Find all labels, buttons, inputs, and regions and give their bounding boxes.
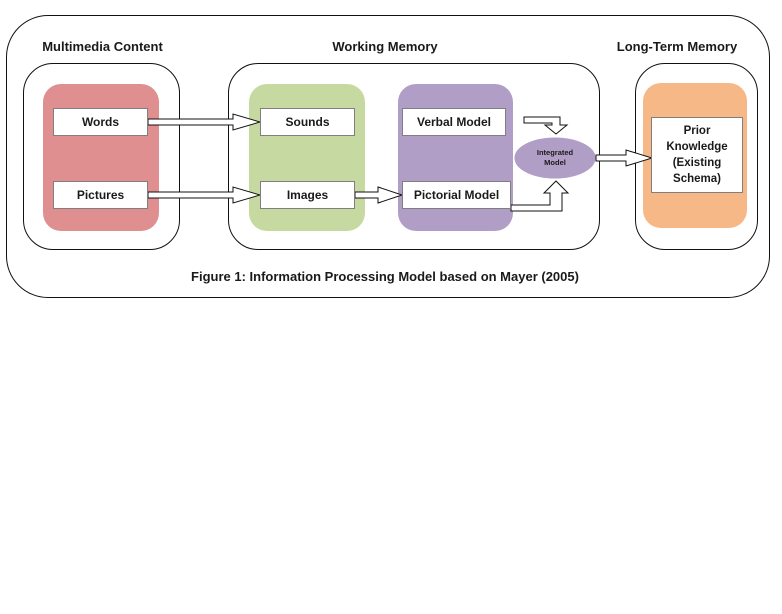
integrated-model-line1: Integrated (536, 148, 574, 157)
heading-working-memory: Working Memory (332, 39, 438, 54)
heading-multimedia-content: Multimedia Content (42, 39, 163, 54)
sounds-label: Sounds (285, 115, 330, 129)
arrow-integrated-to-prior (595, 149, 654, 167)
prior-knowledge-line3: (Existing (672, 157, 722, 169)
pictures-box: Pictures (53, 181, 148, 209)
images-label: Images (286, 188, 329, 202)
heading-long-term-memory: Long-Term Memory (616, 39, 738, 54)
arrow-words-to-sounds (147, 113, 262, 131)
sounds-box: Sounds (260, 108, 355, 136)
arrow-pictorial-to-integrated (510, 180, 570, 212)
words-box: Words (53, 108, 148, 136)
pictures-label: Pictures (76, 188, 125, 202)
arrow-pictures-to-images (147, 186, 262, 204)
prior-knowledge-line4: Schema) (673, 173, 721, 185)
verbal-model-label: Verbal Model (416, 115, 492, 129)
verbal-model-box: Verbal Model (402, 108, 506, 136)
prior-knowledge-line1: Prior (683, 125, 711, 137)
pictorial-model-label: Pictorial Model (413, 188, 500, 202)
figure-caption: Figure 1: Information Processing Model b… (191, 269, 579, 284)
arrow-verbal-to-integrated (523, 116, 569, 135)
prior-knowledge-line2: Knowledge (666, 141, 728, 153)
words-label: Words (81, 115, 120, 129)
pictorial-model-box: Pictorial Model (402, 181, 511, 209)
integrated-model-line2: Model (544, 158, 566, 167)
integrated-model-text: Integrated Model (521, 148, 589, 168)
integrated-model-ellipse (514, 137, 596, 179)
prior-knowledge-box: Prior Knowledge (Existing Schema) (651, 117, 743, 193)
arrow-images-to-pictorial (354, 186, 404, 204)
images-box: Images (260, 181, 355, 209)
